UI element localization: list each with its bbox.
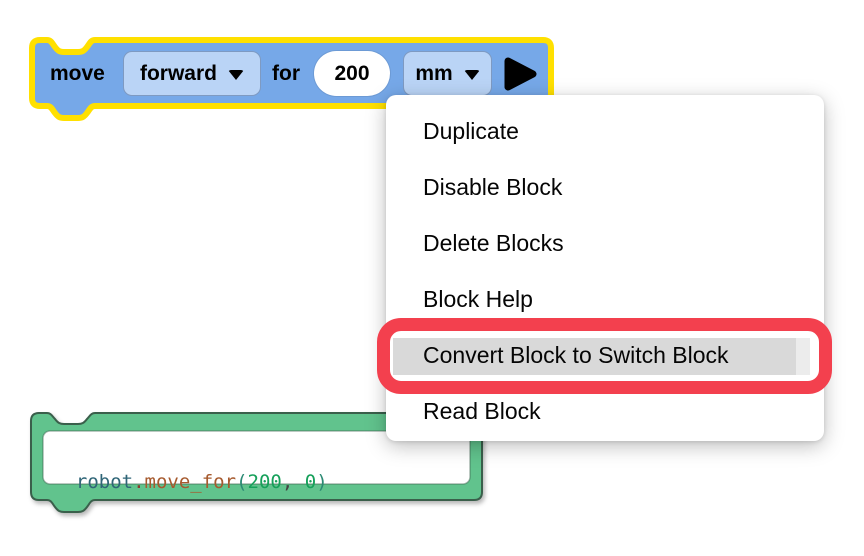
code-arg1: 200 bbox=[247, 471, 282, 493]
distance-value: 200 bbox=[334, 61, 370, 85]
direction-dropdown[interactable]: forward bbox=[123, 51, 261, 96]
menu-item-label: Disable Block bbox=[423, 173, 563, 200]
chevron-down-icon bbox=[228, 69, 244, 80]
code-paren-close: ) bbox=[316, 471, 328, 493]
code-comma: , bbox=[281, 471, 305, 493]
unit-value: mm bbox=[415, 61, 453, 85]
menu-item-label: Read Block bbox=[423, 397, 541, 424]
code-text: robot.move_for(200, 0) bbox=[53, 445, 328, 495]
for-label: for bbox=[272, 62, 300, 85]
menu-item-read-block[interactable]: Read Block bbox=[386, 383, 824, 439]
menu-item-duplicate[interactable]: Duplicate bbox=[386, 103, 824, 159]
chevron-down-icon bbox=[463, 69, 480, 80]
distance-field[interactable]: 200 bbox=[314, 51, 390, 96]
context-menu: Duplicate Disable Block Delete Blocks Bl… bbox=[386, 95, 824, 441]
code-arg2: 0 bbox=[304, 471, 317, 493]
menu-item-disable-block[interactable]: Disable Block bbox=[386, 159, 824, 215]
menu-item-highlight bbox=[393, 338, 810, 375]
menu-item-block-help[interactable]: Block Help bbox=[386, 271, 824, 327]
move-label: move bbox=[50, 62, 105, 85]
code-dot: . bbox=[133, 471, 145, 493]
menu-item-label: Delete Blocks bbox=[423, 229, 564, 256]
menu-item-label: Convert Block to Switch Block bbox=[423, 341, 729, 368]
menu-item-convert-block-to-switch-block[interactable]: Convert Block to Switch Block bbox=[386, 327, 824, 383]
code-paren-open: ( bbox=[236, 471, 248, 493]
code-method: move_for bbox=[144, 471, 237, 493]
unit-dropdown[interactable]: mm bbox=[403, 51, 492, 96]
code-object: robot bbox=[75, 471, 134, 493]
menu-item-label: Duplicate bbox=[423, 117, 519, 144]
menu-item-delete-blocks[interactable]: Delete Blocks bbox=[386, 215, 824, 271]
direction-value: forward bbox=[139, 61, 217, 85]
code-field[interactable] bbox=[42, 430, 471, 485]
menu-item-label: Block Help bbox=[423, 285, 533, 312]
play-icon[interactable] bbox=[503, 57, 539, 93]
